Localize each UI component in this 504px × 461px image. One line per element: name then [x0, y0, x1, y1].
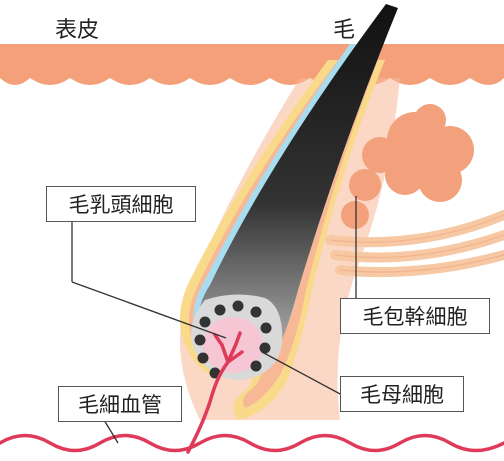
label-hair: 毛 [333, 18, 356, 43]
label-dermal-papilla-cells: 毛乳頭細胞 [46, 186, 196, 222]
hair-shaft [198, 4, 398, 368]
sebaceous-gland [341, 104, 474, 229]
capillary-vessels [0, 331, 504, 454]
dermal-papilla [203, 317, 263, 373]
label-hair-follicle-stem-cells: 毛包幹細胞 [340, 298, 490, 334]
leader-lines [71, 196, 357, 444]
epidermis-layer [0, 44, 504, 85]
label-hair-matrix-cells: 毛母細胞 [340, 376, 464, 412]
label-capillary: 毛細血管 [58, 386, 182, 422]
label-epidermis: 表皮 [55, 18, 100, 43]
hair-matrix-cells [194, 300, 272, 379]
